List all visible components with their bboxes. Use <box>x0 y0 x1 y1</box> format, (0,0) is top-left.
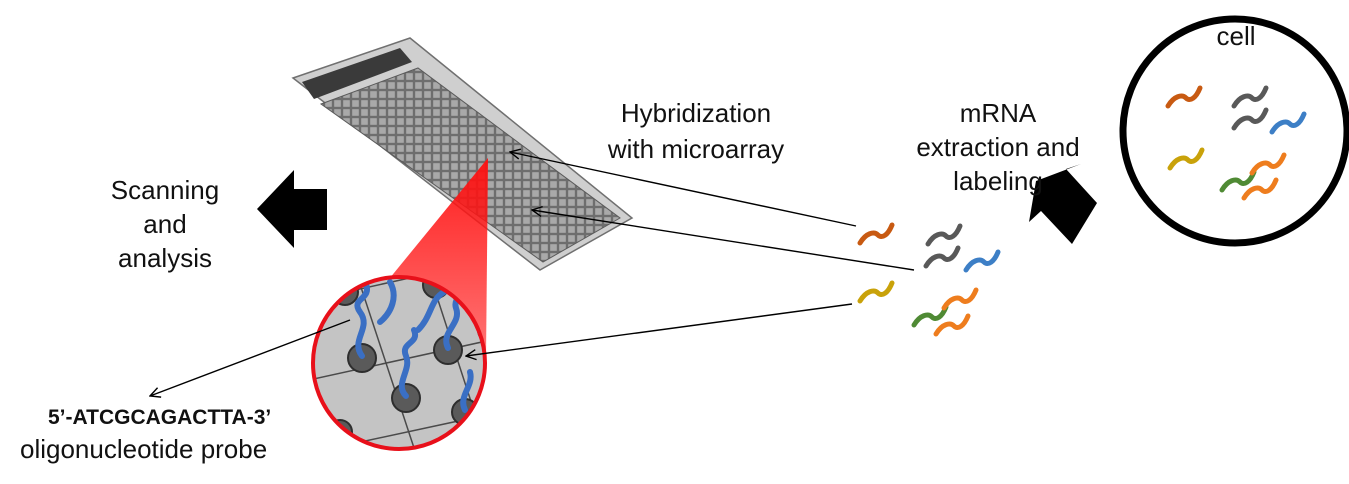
hybridization-label-line-2: with microarray <box>607 134 785 164</box>
extraction-block-arrow <box>1029 164 1097 244</box>
probe-pointer-arrow <box>150 319 351 396</box>
scanning-label-line-2: and <box>143 209 187 239</box>
mrna-strand <box>914 307 946 325</box>
block-arrows <box>257 164 1097 248</box>
mrna-strand <box>928 226 960 244</box>
mrna-strand <box>966 252 998 270</box>
cell <box>1119 15 1349 247</box>
hybridization-arrow <box>510 152 857 227</box>
scanning-label-line-3: analysis <box>118 243 212 273</box>
hybridization-arrow <box>532 210 915 271</box>
mrna-strand <box>926 248 958 266</box>
mrna-label-line-2: extraction and <box>916 132 1080 162</box>
mrna-strand <box>860 283 892 301</box>
extracted-mrna-group <box>860 225 998 334</box>
mrna-strand <box>944 290 976 308</box>
hybridization-arrow <box>466 303 853 356</box>
probe-sequence: 5’-ATCGCAGACTTA-3’ <box>48 406 272 429</box>
cell-membrane <box>1119 15 1349 247</box>
cell-label: cell <box>1216 21 1256 51</box>
mrna-label-line-3: labeling <box>953 166 1043 196</box>
hybridization-arrows <box>150 152 915 396</box>
probe-caption: oligonucleotide probe <box>20 434 268 464</box>
scanning-label-line-1: Scanning <box>110 175 220 205</box>
zoom-magnification <box>311 158 488 451</box>
scanning-block-arrow <box>257 170 327 248</box>
zoom-circle-border <box>311 275 487 451</box>
mrna-label-line-1: mRNA <box>959 98 1037 128</box>
slide-label-area <box>302 48 412 99</box>
hybridization-label-line-1: Hybridization <box>620 98 772 128</box>
mrna-strand <box>860 225 892 243</box>
